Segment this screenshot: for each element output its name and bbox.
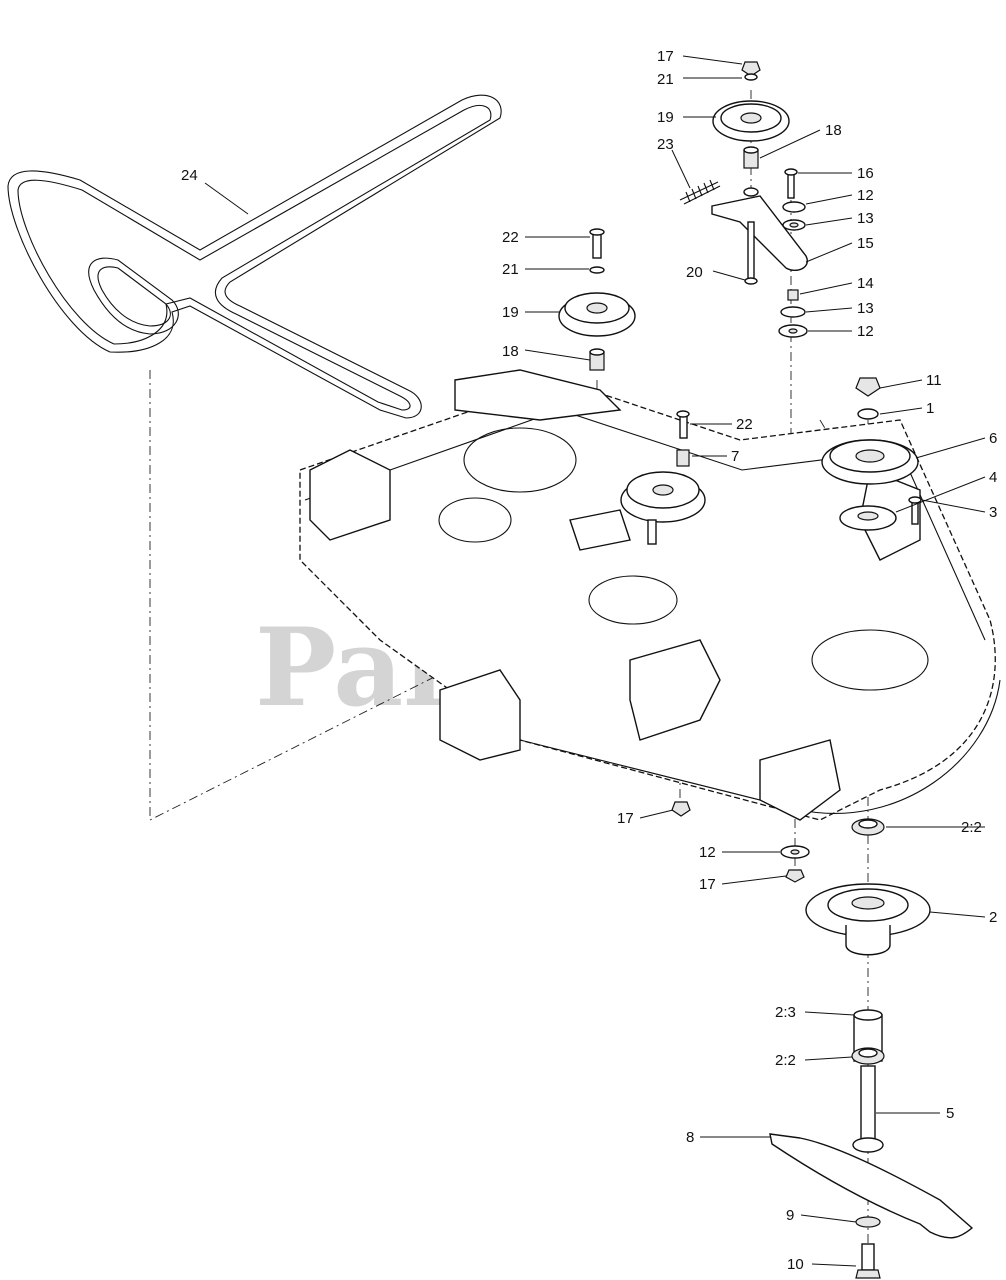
spindle-pulley-stack [821, 377, 922, 531]
mower-deck [299, 369, 1001, 821]
callout-2-2: 2:2 [961, 819, 982, 836]
callout-15: 15 [857, 235, 874, 252]
drive-belt [7, 94, 502, 419]
callout-12: 12 [857, 187, 874, 204]
callout-7: 7 [731, 448, 739, 465]
spindle-assembly [805, 818, 931, 1153]
callout-6: 6 [989, 430, 997, 447]
callout-22: 22 [736, 416, 753, 433]
callout-18: 18 [502, 343, 519, 360]
callout-11: 11 [926, 372, 942, 389]
callout-18: 18 [825, 122, 842, 139]
leader-lines [204, 55, 986, 1267]
callout-10: 10 [787, 1256, 804, 1273]
callout-12: 12 [857, 323, 874, 340]
blade-assembly [769, 1133, 974, 1279]
top-idler-assembly [712, 61, 790, 169]
callout-9: 9 [786, 1207, 794, 1224]
callout-labels: 17 21 19 18 23 16 12 13 15 20 14 13 12 2… [181, 48, 997, 1273]
callout-19: 19 [502, 304, 519, 321]
callout-4: 4 [989, 469, 997, 486]
callout-14: 14 [857, 275, 874, 292]
center-idler-assembly [620, 410, 706, 545]
callout-2-3: 2:3 [775, 1004, 796, 1021]
callout-21: 21 [657, 71, 674, 88]
callout-22: 22 [502, 229, 519, 246]
callout-20: 20 [686, 264, 703, 281]
idler-arm-assembly [679, 168, 808, 338]
callout-1: 1 [926, 400, 934, 417]
callout-23: 23 [657, 136, 674, 153]
callout-5: 5 [946, 1105, 954, 1122]
callout-2: 2 [989, 909, 997, 926]
under-deck-hardware [671, 801, 810, 883]
callout-13: 13 [857, 210, 874, 227]
callout-17: 17 [617, 810, 634, 827]
callout-12: 12 [699, 844, 716, 861]
callout-17: 17 [657, 48, 674, 65]
callout-17: 17 [699, 876, 716, 893]
callout-21: 21 [502, 261, 519, 278]
callout-3: 3 [989, 504, 997, 521]
callout-19: 19 [657, 109, 674, 126]
callout-16: 16 [857, 165, 874, 182]
callout-2-2: 2:2 [775, 1052, 796, 1069]
left-idler-assembly [558, 228, 636, 371]
callout-24: 24 [181, 167, 198, 184]
callout-13: 13 [857, 300, 874, 317]
callout-8: 8 [686, 1129, 694, 1146]
